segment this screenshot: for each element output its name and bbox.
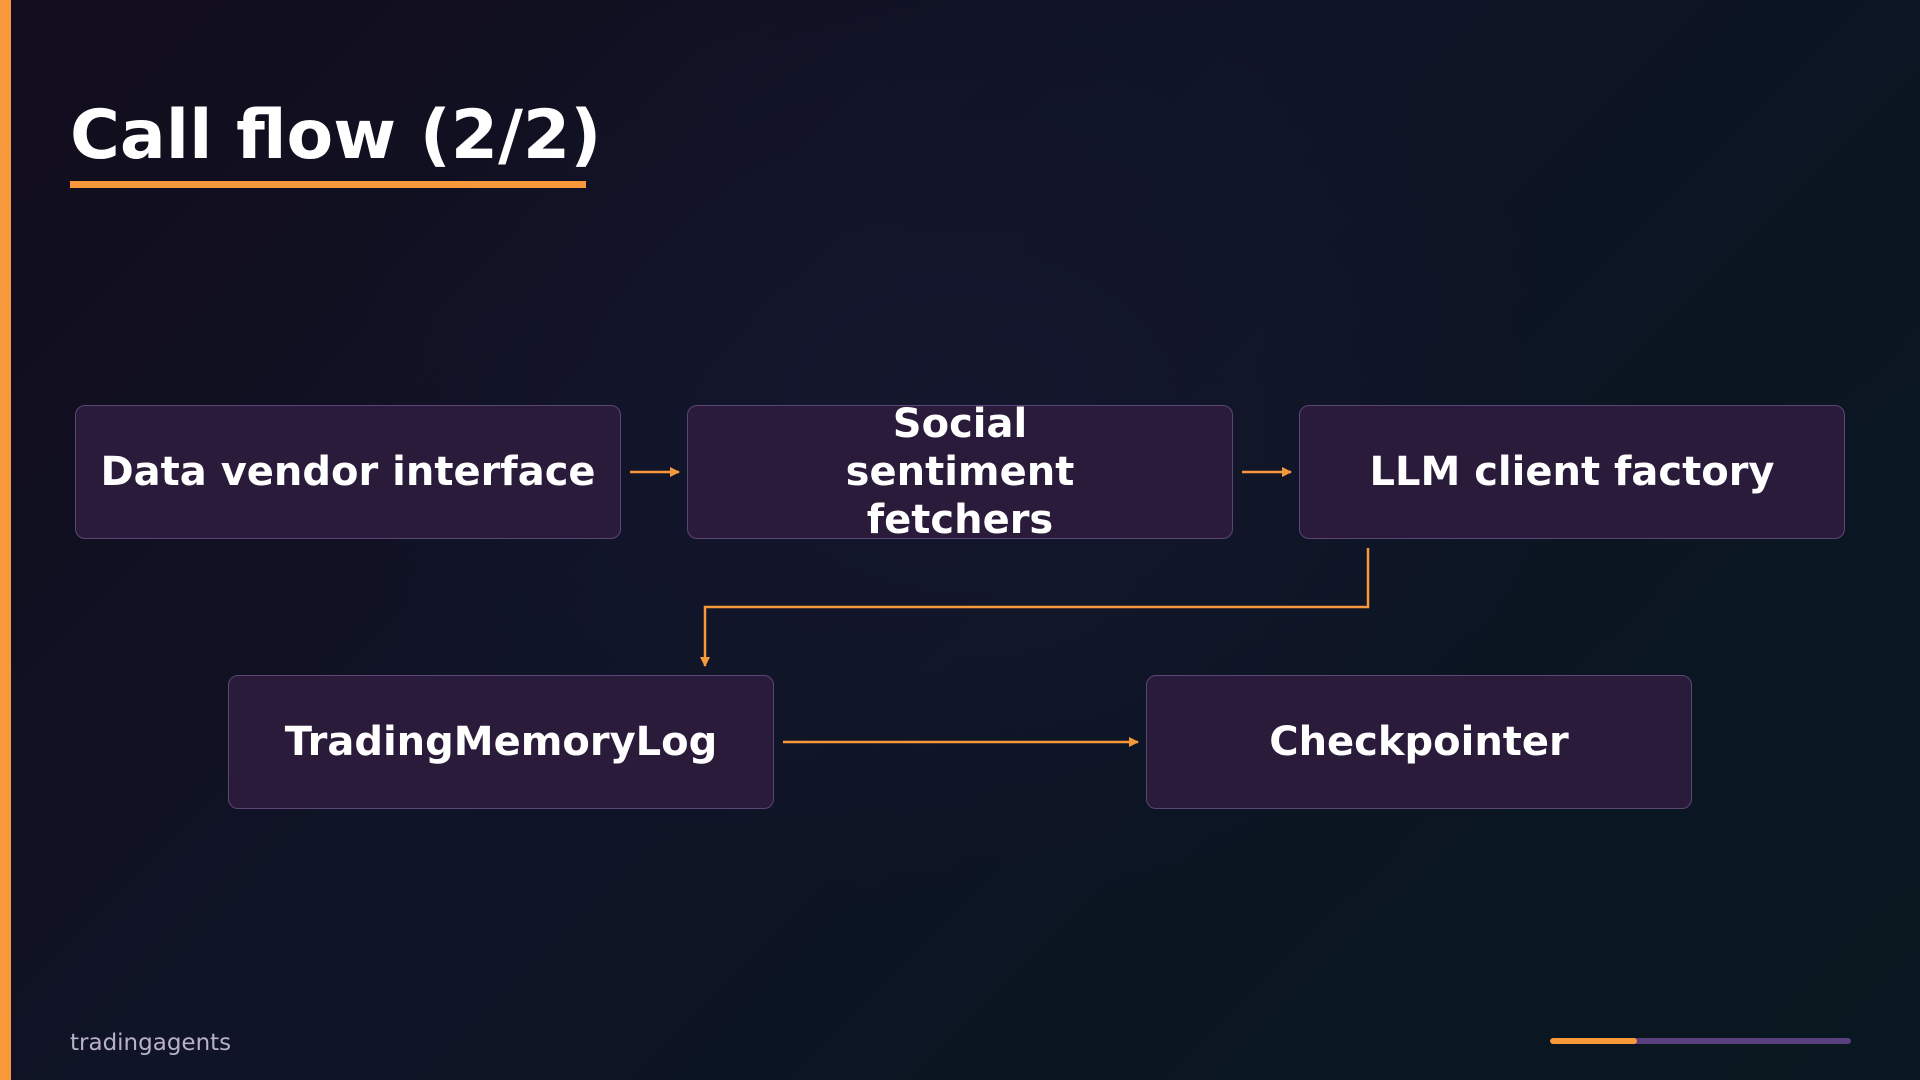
node-label: Data vendor interface [100, 449, 596, 495]
node-llm-client-factory: LLM client factory [1299, 405, 1845, 539]
edge-llm-client-to-trading-memory [700, 548, 1370, 667]
node-label: Social sentiment fetchers [845, 401, 1075, 543]
slide-title: Call flow (2/2) [70, 96, 602, 175]
slide-progress-bar [1550, 1038, 1851, 1044]
node-label: TradingMemoryLog [284, 719, 718, 765]
slide-progress-fill [1550, 1038, 1638, 1044]
node-label: Checkpointer [1269, 719, 1569, 765]
node-social-sentiment-fetchers: Social sentiment fetchers [687, 401, 1233, 543]
title-underline [70, 181, 586, 188]
node-data-vendor-interface: Data vendor interface [75, 405, 621, 539]
footer-brand: tradingagents [70, 1030, 232, 1056]
node-trading-memory-log: TradingMemoryLog [228, 675, 774, 809]
node-label: LLM client factory [1369, 449, 1775, 495]
left-accent-bar [0, 0, 11, 1080]
node-checkpointer: Checkpointer [1146, 675, 1692, 809]
